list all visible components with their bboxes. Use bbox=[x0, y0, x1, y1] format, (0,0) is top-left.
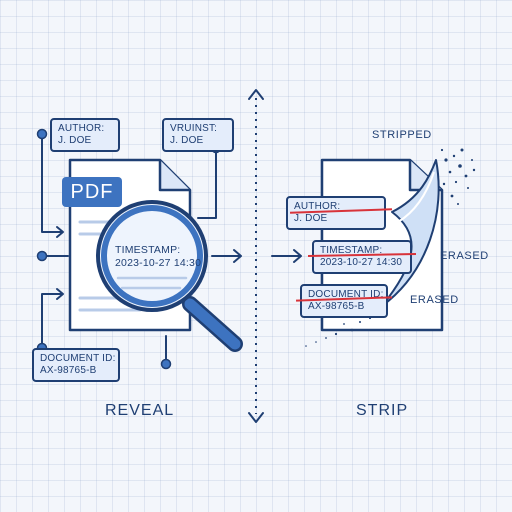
stripped-timestamp-tag: TIMESTAMP: 2023-10-27 14:30 bbox=[312, 240, 412, 274]
stripped-author-label: AUTHOR: bbox=[294, 201, 341, 212]
erased-label-1: ERASED bbox=[440, 250, 489, 262]
particle-dots bbox=[305, 148, 476, 347]
reveal-caption: REVEAL bbox=[105, 402, 175, 419]
vruinst-tag: VRUINST: J. DOE bbox=[162, 118, 234, 152]
pdf-badge: PDF bbox=[62, 177, 122, 207]
center-divider bbox=[248, 89, 264, 423]
document-id-tag: DOCUMENT ID: AX-98765-B bbox=[32, 348, 120, 382]
magnifier-icon bbox=[96, 200, 243, 352]
vruinst-value: J. DOE bbox=[170, 135, 204, 146]
erased-label-2: ERASED bbox=[410, 294, 459, 306]
author-tag: AUTHOR: J. DOE bbox=[50, 118, 120, 152]
stripped-timestamp-label: TIMESTAMP: bbox=[320, 245, 383, 256]
author-label: AUTHOR: bbox=[58, 123, 105, 134]
stripped-timestamp-value: 2023-10-27 14:30 bbox=[320, 257, 403, 268]
timestamp-value: 2023-10-27 14:30 bbox=[115, 257, 202, 269]
stripped-document-id-value: AX-98765-B bbox=[308, 301, 365, 312]
strip-caption: STRIP bbox=[356, 402, 409, 419]
vruinst-label: VRUINST: bbox=[170, 123, 218, 134]
stripped-label: STRIPPED bbox=[372, 129, 432, 141]
timestamp-label: TIMESTAMP: bbox=[115, 244, 181, 256]
timestamp-lens-text: TIMESTAMP: 2023-10-27 14:30 bbox=[115, 244, 201, 270]
document-id-label: DOCUMENT ID: bbox=[40, 353, 116, 364]
author-value: J. DOE bbox=[58, 135, 92, 146]
connector-lines bbox=[41, 133, 302, 365]
document-id-value: AX-98765-B bbox=[40, 365, 97, 376]
stripped-author-value: J. DOE bbox=[294, 213, 328, 224]
stripped-document-id-label: DOCUMENT ID: bbox=[308, 289, 384, 300]
